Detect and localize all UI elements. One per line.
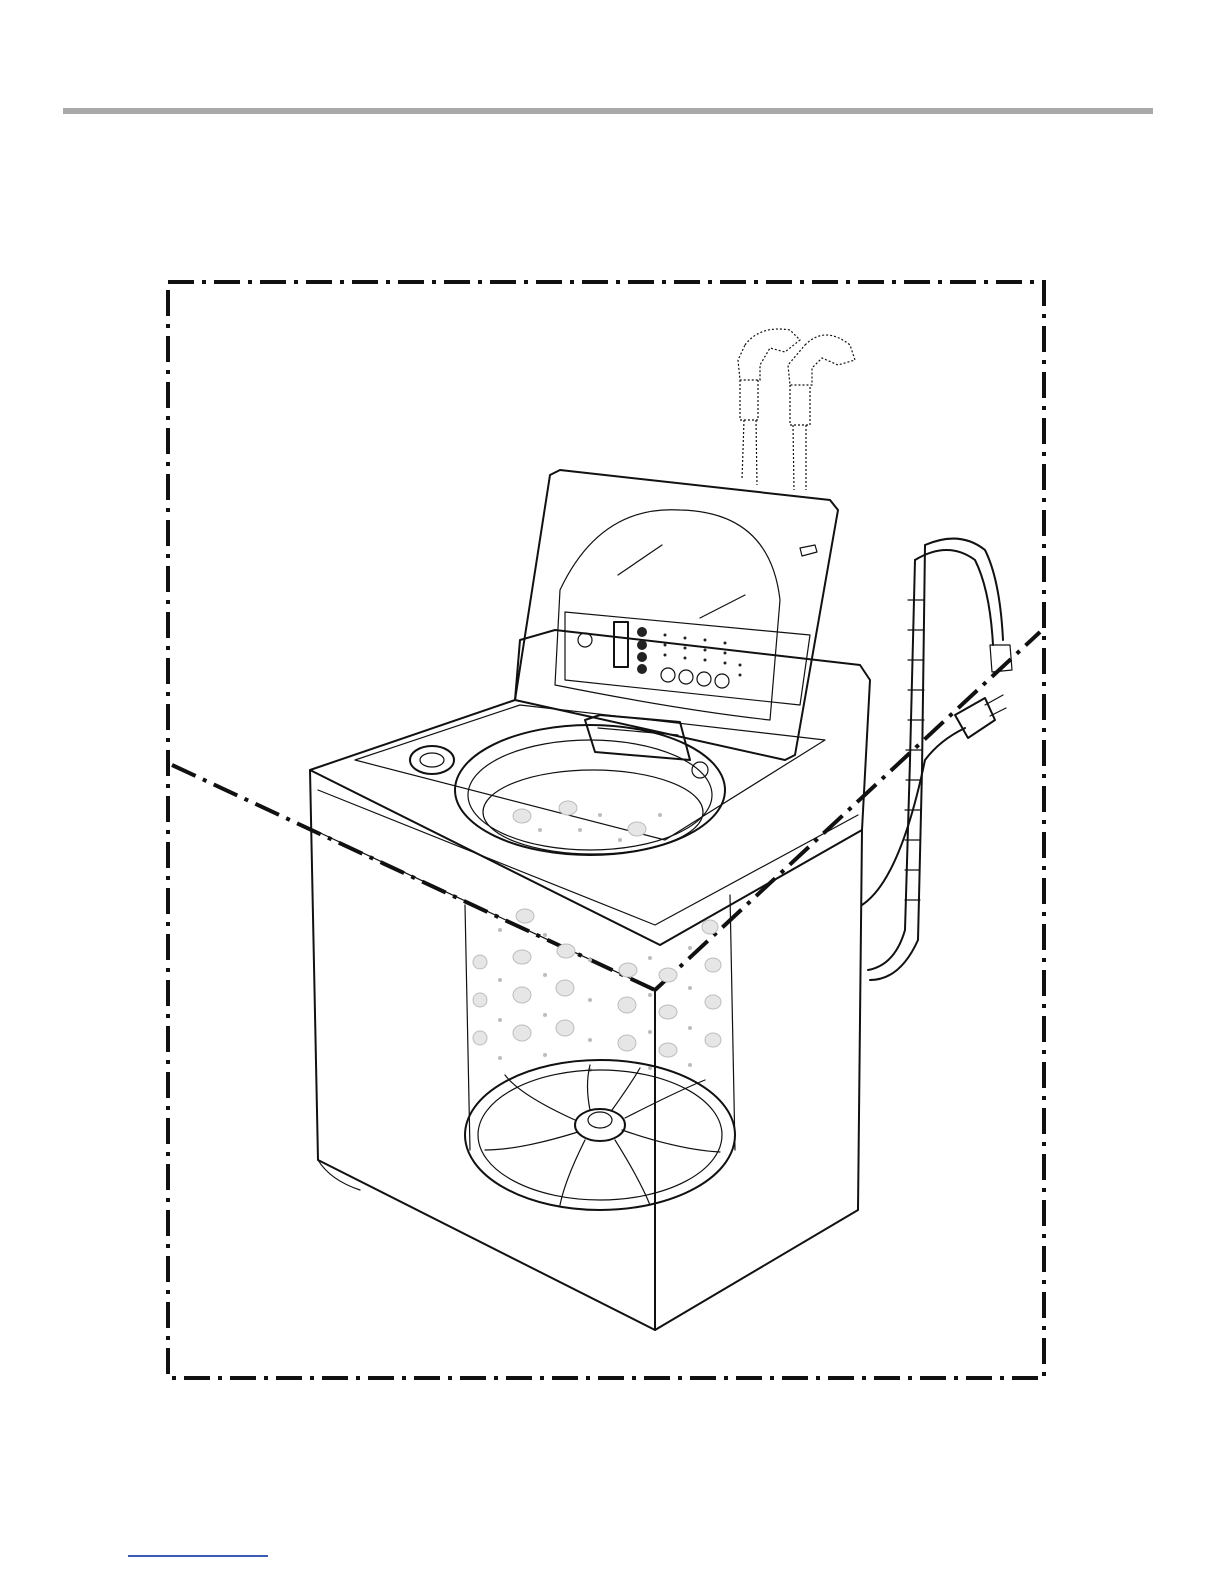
drain-hose bbox=[868, 539, 1012, 980]
dash-dot-boundary bbox=[168, 282, 1044, 1378]
pulsator bbox=[465, 1060, 735, 1210]
tub-opening bbox=[455, 725, 725, 855]
water-taps bbox=[738, 329, 855, 490]
lid bbox=[515, 470, 838, 760]
footer-link[interactable] bbox=[128, 1555, 268, 1557]
dispenser bbox=[410, 715, 708, 778]
power-cord bbox=[862, 695, 1006, 905]
cutaway-line-right bbox=[655, 632, 1040, 990]
top-deck bbox=[310, 630, 870, 945]
control-panel bbox=[565, 612, 810, 705]
